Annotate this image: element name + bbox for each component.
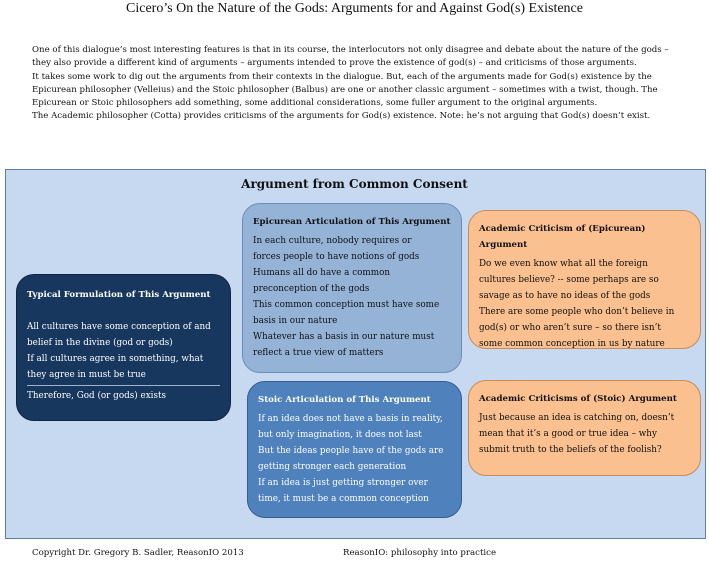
intro-line: Epicurean philosopher (Velleius) and the…: [32, 84, 658, 95]
box-line: preconception of the gods: [253, 284, 370, 294]
box-line: some common conception in us by nature: [479, 339, 665, 349]
box-title: Epicurean Articulation of This Argument: [253, 217, 451, 227]
box-line: Do we even know what all the foreign: [479, 259, 648, 269]
box-line: savage as to have no ideas of the gods: [479, 291, 651, 301]
box-line: This common conception must have some: [253, 300, 440, 310]
box-line: they agree in must be true: [27, 370, 146, 380]
box-line: submit truth to the beliefs of the fooli…: [479, 445, 662, 455]
box-line: If all cultures agree in something, what: [27, 354, 204, 364]
box-line: Humans all do have a common: [253, 268, 391, 278]
page-title: Cicero’s On the Nature of the Gods: Argu…: [126, 1, 583, 16]
conclusion-line: Therefore, God (or gods) exists: [27, 391, 167, 401]
intro-line: Epicurean or Stoic philosophers add some…: [32, 98, 598, 109]
intro-line: One of this dialogue’s most interesting …: [32, 45, 669, 55]
box-line: god(s) or who aren’t sure – so there isn…: [479, 323, 661, 333]
stoic-articulation-box: Stoic Articulation of This Argument If a…: [247, 381, 462, 518]
box-line: mean that it’s a good or true idea – why: [479, 429, 657, 439]
copyright-text: Copyright Dr. Gregory B. Sadler, ReasonI…: [32, 548, 244, 558]
box-line: But the ideas people have of the gods ar…: [258, 446, 444, 456]
intro-line: they also provide a different kind of ar…: [32, 58, 637, 69]
box-line: cultures believe? -- some perhaps are so: [479, 275, 659, 285]
box-line: There are some people who don’t believe …: [479, 307, 675, 317]
box-line: forces people to have notions of gods: [253, 252, 420, 262]
box-line: In each culture, nobody requires or: [253, 236, 412, 246]
box-title: Academic Criticisms of (Stoic) Argument: [479, 394, 677, 404]
intro-line: The Academic philosopher (Cotta) provide…: [32, 111, 651, 122]
box-title: Academic Criticism of (Epicurean) Argume…: [479, 224, 646, 250]
box-line: basis in our nature: [253, 316, 338, 326]
box-line: If an idea does not have a basis in real…: [258, 414, 443, 424]
box-line: reflect a true view of matters: [253, 348, 384, 358]
box-title: Stoic Articulation of This Argument: [258, 395, 431, 405]
panel-title: Argument from Common Consent: [241, 177, 468, 191]
tagline-text: ReasonIO: philosophy into practice: [343, 548, 497, 558]
box-line: but only imagination, it does not last: [258, 430, 422, 440]
divider: [27, 385, 220, 386]
box-line: All cultures have some conception of and: [27, 322, 211, 332]
box-line: Just because an idea is catching on, doe…: [479, 413, 675, 423]
academic-criticism-epicurean-box: Academic Criticism of (Epicurean) Argume…: [468, 210, 701, 349]
intro-text: One of this dialogue’s most interesting …: [32, 44, 692, 124]
box-line: getting stronger each generation: [258, 462, 407, 472]
box-title: Typical Formulation of This Argument: [27, 290, 211, 300]
academic-criticism-stoic-box: Academic Criticisms of (Stoic) Argument …: [468, 380, 701, 476]
box-line: Whatever has a basis in our nature must: [253, 332, 435, 342]
box-line: If an idea is just getting stronger over: [258, 478, 428, 488]
box-line: time, it must be a common conception: [258, 494, 429, 504]
box-line: belief in the divine (god or gods): [27, 338, 173, 348]
epicurean-articulation-box: Epicurean Articulation of This Argument …: [242, 203, 462, 373]
intro-line: It takes some work to dig out the argume…: [32, 71, 652, 82]
typical-formulation-box: Typical Formulation of This Argument All…: [16, 274, 231, 421]
